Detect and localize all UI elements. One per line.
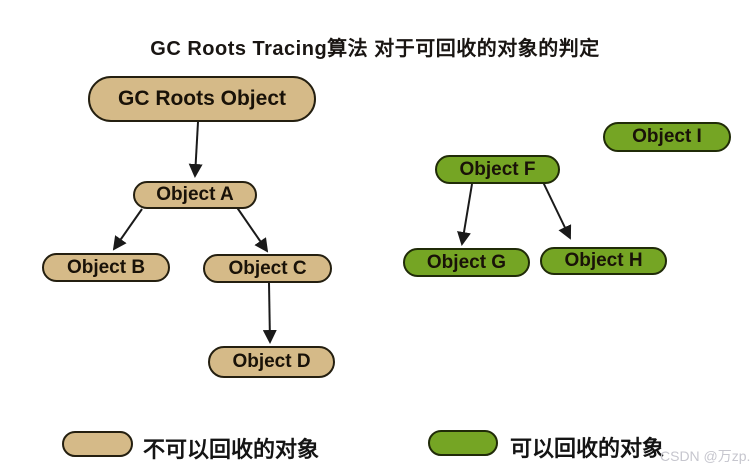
arrow-f-to-g [457, 183, 473, 246]
node-object-i-label: Object I [632, 126, 702, 147]
node-object-h: Object H [540, 247, 667, 275]
diagram-title: GC Roots Tracing算法 对于可回收的对象的判定 [150, 38, 600, 60]
node-object-c: Object C [203, 254, 332, 283]
node-gc-roots-label: GC Roots Object [117, 87, 286, 110]
node-object-d-label: Object D [232, 351, 311, 372]
node-object-a: Object A [133, 181, 257, 209]
arrow-a-to-b [112, 208, 143, 251]
node-object-d: Object D [208, 346, 335, 378]
node-object-g-label: Object G [426, 251, 507, 273]
node-object-a-label: Object A [156, 184, 234, 205]
legend-swatch-non-collectable [62, 431, 133, 457]
node-object-g: Object G [403, 248, 530, 277]
arrow-a-to-c [235, 205, 269, 253]
node-object-i: Object I [603, 122, 731, 152]
legend-label-non-collectable: 不可以回收的对象 [143, 437, 320, 462]
node-object-h-label: Object H [564, 250, 643, 271]
legend-label-collectable: 可以回收的对象 [510, 436, 665, 461]
csdn-watermark: CSDN @万zp. [660, 448, 750, 464]
node-object-f-label: Object F [459, 158, 536, 180]
legend-swatch-collectable [428, 430, 498, 456]
arrow-c-to-d [262, 282, 277, 344]
node-gc-roots-object: GC Roots Object [88, 76, 316, 122]
node-object-b-label: Object B [66, 256, 146, 278]
node-object-c-label: Object C [228, 257, 307, 279]
node-object-b: Object B [42, 253, 170, 282]
arrow-root-to-a [188, 121, 203, 178]
node-object-f: Object F [435, 155, 560, 184]
arrow-f-to-h [542, 181, 572, 240]
